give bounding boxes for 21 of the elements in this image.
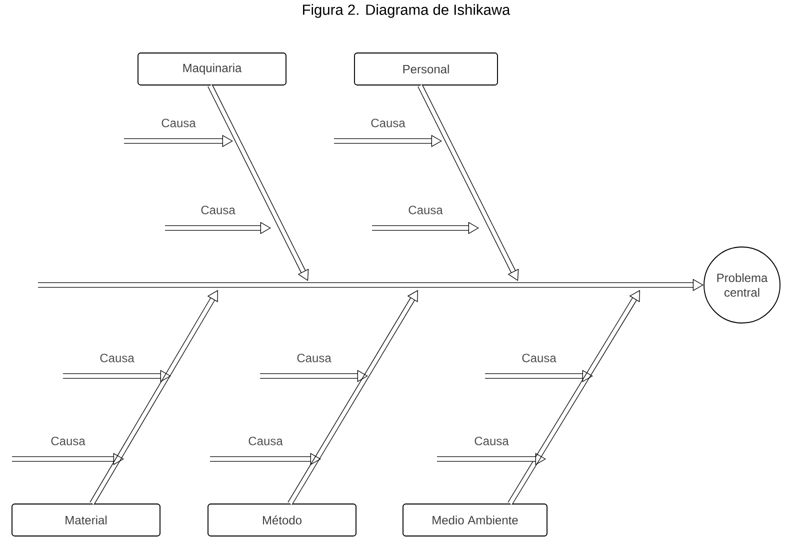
category-box: Medio Ambiente (402, 504, 548, 536)
bone-arrow (208, 84, 309, 281)
category-box: Material (12, 504, 160, 536)
cause-label: Causa (201, 206, 236, 214)
cause-label: Causa (474, 436, 509, 446)
bone-arrow (508, 290, 640, 505)
cause-label: Causa (100, 354, 134, 362)
cause-label: Causa (297, 354, 332, 362)
cause-label: Causa (248, 436, 283, 446)
cause-label: Causa (522, 354, 556, 362)
bone-arrow (418, 84, 519, 281)
bone-arrow (288, 290, 418, 505)
bone-arrow (90, 290, 218, 505)
figure-title: Figura 2. Diagrama de Ishikawa (303, 4, 510, 18)
cause-label: Causa (162, 118, 196, 128)
cause-label: Causa (371, 118, 406, 128)
cause-label: Causa (51, 436, 86, 446)
category-box: Personal (354, 52, 498, 86)
cause-label: Causa (408, 206, 443, 214)
category-box: Maquinaria (138, 52, 286, 86)
category-box: Método (208, 504, 356, 536)
